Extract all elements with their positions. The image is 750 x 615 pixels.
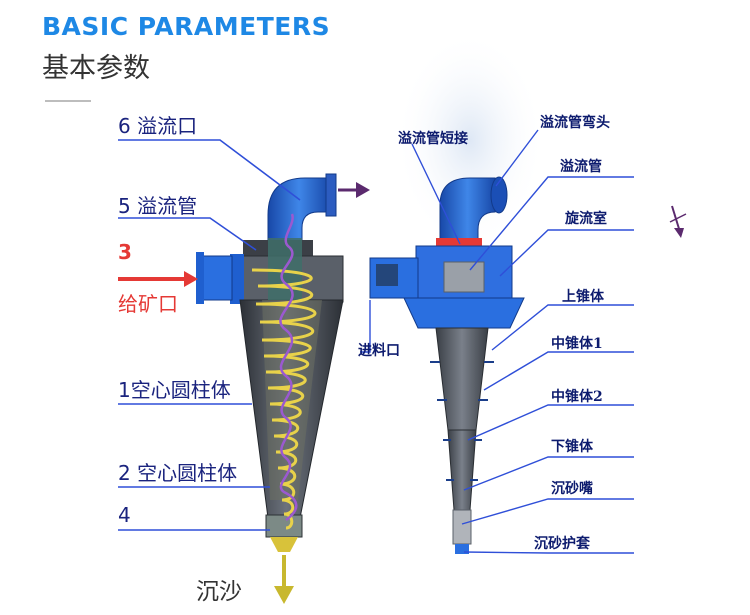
left-cyclone (118, 173, 370, 604)
feed-inlet-box-left (199, 255, 233, 301)
upper-middle-cone-right (435, 327, 489, 431)
label-feed-number: 3 (118, 240, 132, 264)
label-middle-cone-1: 中锥体1 (551, 336, 603, 352)
feed-flange-left (230, 254, 244, 304)
overflow-arrow-head (356, 182, 370, 198)
left-leader-lines (118, 139, 301, 531)
label-overflow-elbow: 溢流管弯头 (540, 115, 610, 131)
leader-sand-sleeve (463, 551, 634, 554)
leader-upper-cone (491, 304, 634, 351)
title-divider (45, 100, 91, 102)
cone-stiffeners-right (430, 361, 494, 481)
leader-middle-cone-1 (483, 351, 634, 391)
leader-overflow-pipe (118, 217, 257, 251)
label-hollow-cylinder-2: 2 空心圆柱体 (118, 461, 238, 485)
vortex-finder-right (443, 261, 485, 293)
elbow-opening-right (490, 176, 508, 214)
decorative-down-arrow (669, 205, 687, 238)
label-swirl-chamber: 旋流室 (565, 211, 607, 227)
leader-short-joint (411, 143, 461, 245)
leader-elbow (495, 129, 539, 187)
leader-lower-cone (463, 456, 634, 491)
label-feed-inlet: 进料口 (358, 343, 400, 359)
right-leader-lines (360, 129, 634, 554)
label-overflow-outlet: 6 溢流口 (118, 114, 198, 138)
label-upper-cone: 上锥体 (562, 289, 604, 305)
label-feed-outlet: 给矿口 (118, 292, 178, 316)
label-hollow-cylinder-1: 1空心圆柱体 (118, 378, 231, 402)
feed-arrow-head (184, 271, 198, 287)
label-middle-cone-2: 中锥体2 (551, 389, 603, 405)
label-overflow-pipe-right: 溢流管 (560, 159, 602, 175)
label-sand-sleeve: 沉砂护套 (534, 536, 590, 552)
overflow-flange-left (325, 173, 337, 217)
label-sand-nozzle: 沉砂嘴 (551, 481, 593, 497)
sand-discharge-left (270, 537, 298, 552)
lower-cone-right (447, 429, 477, 511)
leader-middle-cone-2 (467, 404, 634, 441)
label-item-4: 4 (118, 503, 131, 527)
page-title-chinese: 基本参数 (42, 53, 150, 84)
label-overflow-short-joint: 溢流管短接 (398, 131, 468, 147)
page-title-english: BASIC PARAMETERS (42, 12, 331, 41)
label-lower-cone: 下锥体 (551, 439, 593, 455)
sand-arrow-head (274, 586, 294, 604)
outer-vortex-spiral (251, 268, 317, 530)
leader-sand-nozzle (461, 498, 634, 525)
leader-overflow-outlet (118, 139, 301, 201)
right-cyclone (369, 30, 545, 554)
sand-sleeve-right (455, 544, 469, 554)
leader-overflow-pipe-right (469, 176, 634, 271)
leader-swirl-chamber (499, 229, 634, 277)
upper-flange-right (403, 297, 525, 329)
inner-vortex-spiral (279, 213, 298, 522)
label-overflow-pipe-left: 5 溢流管 (118, 194, 198, 218)
apex-nozzle-left (265, 514, 303, 538)
feed-inlet-opening-right (376, 264, 398, 286)
leader-feed-inlet (360, 300, 371, 353)
label-sand: 沉沙 (196, 579, 242, 605)
sand-nozzle-right (452, 509, 472, 545)
feed-inlet-plate-left (196, 252, 204, 304)
